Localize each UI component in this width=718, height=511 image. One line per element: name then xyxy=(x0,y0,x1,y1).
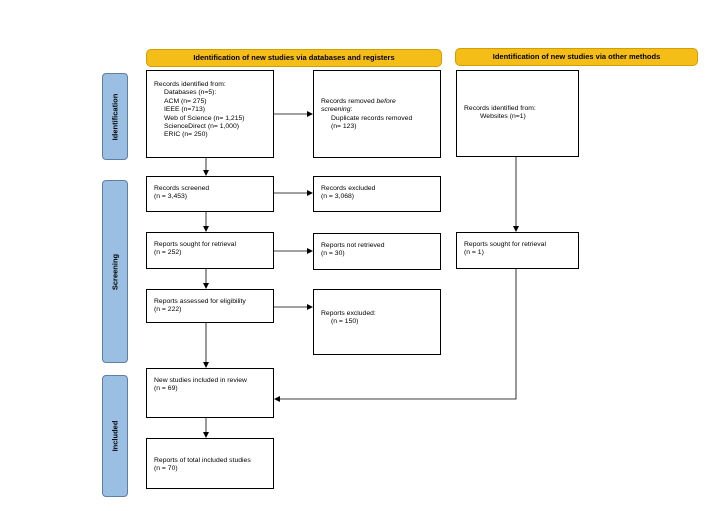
reports-excluded-title: Reports excluded: xyxy=(321,310,376,317)
phase-screening: Screening xyxy=(102,180,128,363)
records-screened-count: (n = 3,453) xyxy=(154,193,188,201)
source-line: Databases (n=5): xyxy=(164,89,217,97)
source-line: Web of Science (n= 1,215) xyxy=(164,114,245,122)
sought-retrieval-box: Reports sought for retrieval (n = 252) xyxy=(146,232,274,269)
total-included-count: (n = 70) xyxy=(154,465,178,473)
new-included-box: New studies included in review (n = 69) xyxy=(146,368,274,418)
arrow-other-sought-to-included xyxy=(274,269,517,402)
records-removed-box: Records removed before screening: Duplic… xyxy=(313,70,441,158)
total-included-title: Reports of total included studies xyxy=(154,457,251,464)
sought-retrieval-title: Reports sought for retrieval xyxy=(154,241,236,248)
records-excluded-box: Records excluded (n = 3,068) xyxy=(313,176,441,212)
records-removed-line1: Duplicate records removed xyxy=(331,114,413,122)
other-sought-count: (n = 1) xyxy=(464,249,484,257)
records-identified-box: Records identified from: Databases (n=5)… xyxy=(146,70,274,158)
source-line: IEEE (n=713) xyxy=(164,106,205,114)
removed-title-d: : xyxy=(350,106,353,114)
phase-identification: Identification xyxy=(102,73,128,160)
records-identified-title: Records identified from: xyxy=(154,81,226,88)
records-excluded-count: (n = 3,068) xyxy=(321,193,355,201)
assessed-box: Reports assessed for eligibility (n = 22… xyxy=(146,289,274,323)
phase-included: Included xyxy=(102,375,128,497)
other-identified-title: Records identified from: xyxy=(464,105,536,112)
source-line: ACM (n= 275) xyxy=(164,97,207,105)
new-included-count: (n = 69) xyxy=(154,385,178,393)
removed-title-a: Records removed xyxy=(321,98,377,105)
removed-title-b: before xyxy=(376,98,396,105)
assessed-title: Reports assessed for eligibility xyxy=(154,298,246,305)
source-line: ERIC (n= 250) xyxy=(164,131,208,139)
records-removed-line2: (n= 123) xyxy=(331,123,357,131)
sought-retrieval-count: (n = 252) xyxy=(154,249,182,257)
reports-excluded-count: (n = 150) xyxy=(331,318,359,326)
other-sought-title: Reports sought for retrieval xyxy=(464,241,546,248)
records-removed-title: Records removed before xyxy=(321,98,434,106)
header-databases: Identification of new studies via databa… xyxy=(146,49,442,67)
reports-excluded-box: Reports excluded: (n = 150) xyxy=(313,289,441,355)
header-other-methods: Identification of new studies via other … xyxy=(455,48,698,66)
records-excluded-title: Records excluded xyxy=(321,185,376,192)
records-screened-title: Records screened xyxy=(154,185,210,192)
not-retrieved-title: Reports not retrieved xyxy=(321,242,385,249)
not-retrieved-count: (n = 30) xyxy=(321,250,345,258)
other-identified-box: Records identified from: Websites (n=1) xyxy=(456,70,579,157)
new-included-title: New studies included in review xyxy=(154,377,247,384)
removed-title-c: screening xyxy=(321,106,351,114)
source-line: ScienceDirect (n= 1,000) xyxy=(164,123,239,131)
other-identified-line1: Websites (n=1) xyxy=(480,113,526,121)
total-included-box: Reports of total included studies (n = 7… xyxy=(146,438,274,489)
records-screened-box: Records screened (n = 3,453) xyxy=(146,176,274,212)
other-sought-box: Reports sought for retrieval (n = 1) xyxy=(456,232,579,269)
not-retrieved-box: Reports not retrieved (n = 30) xyxy=(313,233,441,270)
assessed-count: (n = 222) xyxy=(154,306,182,314)
records-removed-title-2: screening: xyxy=(321,106,434,114)
